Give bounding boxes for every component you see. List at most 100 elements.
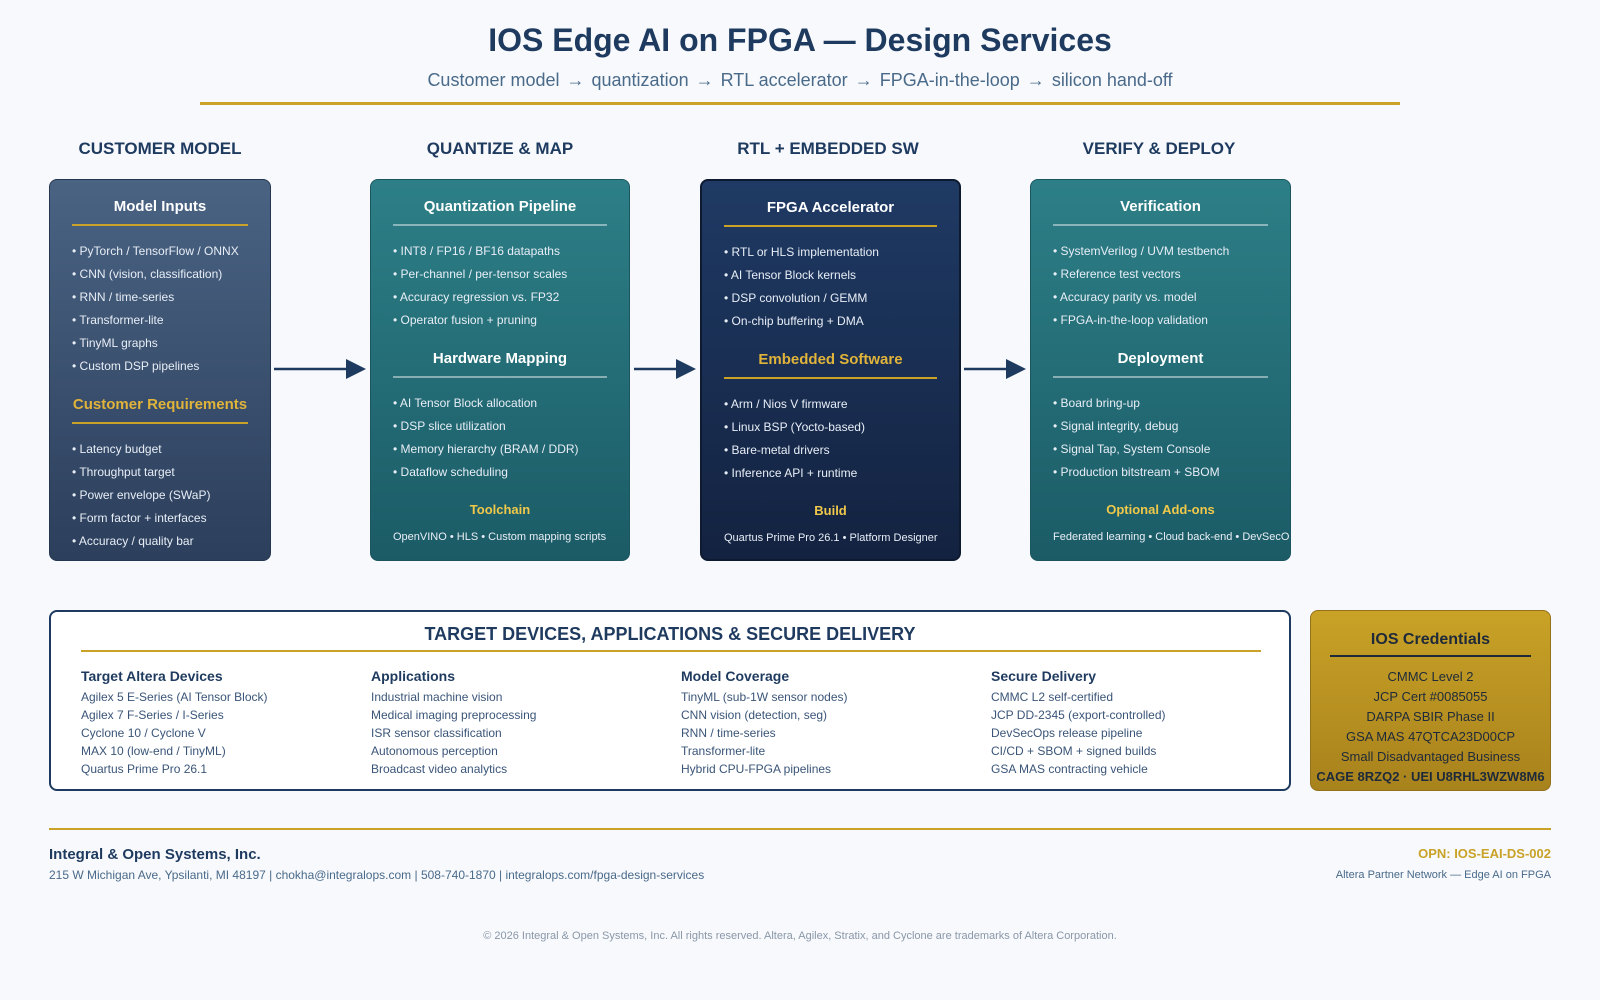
opn-code: OPN: IOS-EAI-DS-002	[1418, 846, 1551, 861]
list-item: ISR sensor classification	[371, 726, 502, 740]
credentials-title: IOS Credentials	[1330, 631, 1531, 657]
targets-panel: TARGET DEVICES, APPLICATIONS & SECURE DE…	[49, 610, 1291, 791]
stage-header-verify-deploy: VERIFY & DEPLOY	[1082, 139, 1236, 158]
list-item: MAX 10 (low-end / TinyML)	[81, 744, 226, 758]
list-item: • RNN / time-series	[72, 290, 175, 304]
list-item: • Dataflow scheduling	[393, 465, 508, 479]
subtitle-step: RTL accelerator	[720, 70, 848, 90]
list-item: • Power envelope (SWaP)	[72, 488, 211, 502]
list-item: GSA MAS contracting vehicle	[991, 762, 1148, 776]
list-item: • Throughput target	[72, 465, 175, 479]
section-title: Quantization Pipeline	[393, 180, 607, 226]
addons-title: Optional Add-ons	[1106, 502, 1215, 517]
stage-header-customer-model: CUSTOMER MODEL	[78, 139, 242, 158]
stage-header-quantize-map: QUANTIZE & MAP	[426, 139, 574, 158]
card-quantize-map: Quantization Pipeline • INT8 / FP16 / BF…	[370, 179, 630, 561]
subtitle-step: Customer model	[427, 70, 560, 90]
list-item: • AI Tensor Block allocation	[393, 396, 538, 410]
targets-title: TARGET DEVICES, APPLICATIONS & SECURE DE…	[424, 624, 916, 644]
credential-item: Small Disadvantaged Business	[1340, 749, 1521, 764]
page-title: IOS Edge AI on FPGA — Design Services	[488, 22, 1112, 58]
list-item: • DSP convolution / GEMM	[724, 291, 868, 305]
list-item: • Form factor + interfaces	[72, 511, 207, 525]
subtitle-step: quantization	[591, 70, 689, 90]
list-item: • INT8 / FP16 / BF16 datapaths	[393, 244, 560, 258]
addons-text: Federated learning • Cloud back-end • De…	[1053, 531, 1291, 543]
arrow-right-icon: →	[566, 70, 585, 90]
list-item: • RTL or HLS implementation	[724, 245, 879, 259]
list-item: • Accuracy / quality bar	[72, 534, 194, 548]
list-item: CI/CD + SBOM + signed builds	[991, 744, 1157, 758]
list-item: • CNN (vision, classification)	[72, 267, 223, 281]
targets-column-devices: Target Altera Devices Agilex 5 E-Series …	[81, 668, 268, 778]
list-item: • Per-channel / per-tensor scales	[393, 267, 568, 281]
list-item: Hybrid CPU-FPGA pipelines	[681, 762, 832, 776]
card-rtl-embedded: FPGA Accelerator • RTL or HLS implementa…	[700, 179, 961, 561]
list-item: CNN vision (detection, seg)	[681, 708, 828, 722]
bullet-list: • Latency budget • Throughput target • P…	[72, 438, 248, 553]
targets-column-secure-delivery: Secure Delivery CMMC L2 self-certified J…	[991, 668, 1166, 778]
partner-network: Altera Partner Network — Edge AI on FPGA	[1335, 869, 1551, 881]
section-title: Customer Requirements	[72, 378, 248, 424]
list-item: Cyclone 10 / Cyclone V	[81, 726, 206, 740]
list-item: • Memory hierarchy (BRAM / DDR)	[393, 442, 579, 456]
list-item: TinyML (sub-1W sensor nodes)	[681, 690, 848, 704]
bullet-list: • PyTorch / TensorFlow / ONNX • CNN (vis…	[72, 240, 248, 378]
list-item: Transformer-lite	[681, 744, 766, 758]
build-text: Quartus Prime Pro 26.1 • Platform Design…	[724, 532, 938, 544]
list-item: • Operator fusion + pruning	[393, 313, 537, 327]
list-item: • Production bitstream + SBOM	[1053, 465, 1220, 479]
arrow-right-icon: →	[1026, 70, 1045, 90]
list-item: • FPGA-in-the-loop validation	[1053, 313, 1208, 327]
list-item: • Latency budget	[72, 442, 162, 456]
column-heading: Secure Delivery	[991, 668, 1097, 684]
list-item: • Custom DSP pipelines	[72, 359, 200, 373]
subtitle-step: silicon hand-off	[1051, 70, 1173, 90]
credential-item: DARPA SBIR Phase II	[1366, 709, 1495, 724]
section-title: Model Inputs	[72, 180, 248, 226]
toolchain-text: OpenVINO • HLS • Custom mapping scripts	[393, 531, 607, 543]
list-item: • Arm / Nios V firmware	[724, 397, 848, 411]
list-item: • Inference API + runtime	[724, 466, 858, 480]
list-item: • On-chip buffering + DMA	[724, 314, 864, 328]
bullet-list: • RTL or HLS implementation • AI Tensor …	[724, 241, 937, 333]
column-heading: Applications	[371, 668, 456, 684]
arrow-right-icon: →	[695, 70, 714, 90]
list-item: Agilex 5 E-Series (AI Tensor Block)	[81, 690, 268, 704]
list-item: DevSecOps release pipeline	[991, 726, 1143, 740]
credential-ids: CAGE 8RZQ2 · UEI U8RHL3WZW8M6	[1316, 769, 1545, 784]
list-item: Agilex 7 F-Series / I-Series	[81, 708, 224, 722]
subtitle-step: FPGA-in-the-loop	[879, 70, 1020, 90]
section-title: Verification	[1053, 180, 1268, 226]
list-item: CMMC L2 self-certified	[991, 690, 1114, 704]
section-title: Embedded Software	[724, 333, 937, 379]
card-customer-model: Model Inputs • PyTorch / TensorFlow / ON…	[49, 179, 271, 561]
bullet-list: • INT8 / FP16 / BF16 datapaths • Per-cha…	[393, 240, 607, 332]
build-title: Build	[814, 503, 847, 518]
list-item: Quartus Prime Pro 26.1	[81, 762, 208, 776]
list-item: • Transformer-lite	[72, 313, 164, 327]
targets-divider	[81, 650, 1261, 652]
column-heading: Model Coverage	[681, 668, 790, 684]
list-item: Broadcast video analytics	[371, 762, 508, 776]
column-heading: Target Altera Devices	[81, 668, 223, 684]
section-title: FPGA Accelerator	[724, 181, 937, 227]
list-item: • PyTorch / TensorFlow / ONNX	[72, 244, 239, 258]
bullet-list: • SystemVerilog / UVM testbench • Refere…	[1053, 240, 1268, 332]
flow-arrow-icon	[964, 359, 1026, 379]
credential-item: JCP Cert #0085055	[1373, 689, 1488, 704]
list-item: • AI Tensor Block kernels	[724, 268, 857, 282]
list-item: • SystemVerilog / UVM testbench	[1053, 244, 1230, 258]
toolchain-title: Toolchain	[469, 502, 531, 517]
company-contact: 215 W Michigan Ave, Ypsilanti, MI 48197 …	[49, 868, 705, 882]
company-name: Integral & Open Systems, Inc.	[49, 846, 261, 863]
credential-item: GSA MAS 47QTCA23D00CP	[1345, 729, 1516, 744]
card-verify-deploy: Verification • SystemVerilog / UVM testb…	[1030, 179, 1291, 561]
copyright-notice: © 2026 Integral & Open Systems, Inc. All…	[483, 930, 1117, 942]
bullet-list: • Arm / Nios V firmware • Linux BSP (Yoc…	[724, 393, 937, 485]
list-item: • DSP slice utilization	[393, 419, 506, 433]
stage-header-rtl-embedded: RTL + EMBEDDED SW	[737, 139, 919, 158]
targets-column-model-coverage: Model Coverage TinyML (sub-1W sensor nod…	[681, 668, 848, 778]
list-item: • Board bring-up	[1053, 396, 1140, 410]
section-title: Hardware Mapping	[393, 332, 607, 378]
